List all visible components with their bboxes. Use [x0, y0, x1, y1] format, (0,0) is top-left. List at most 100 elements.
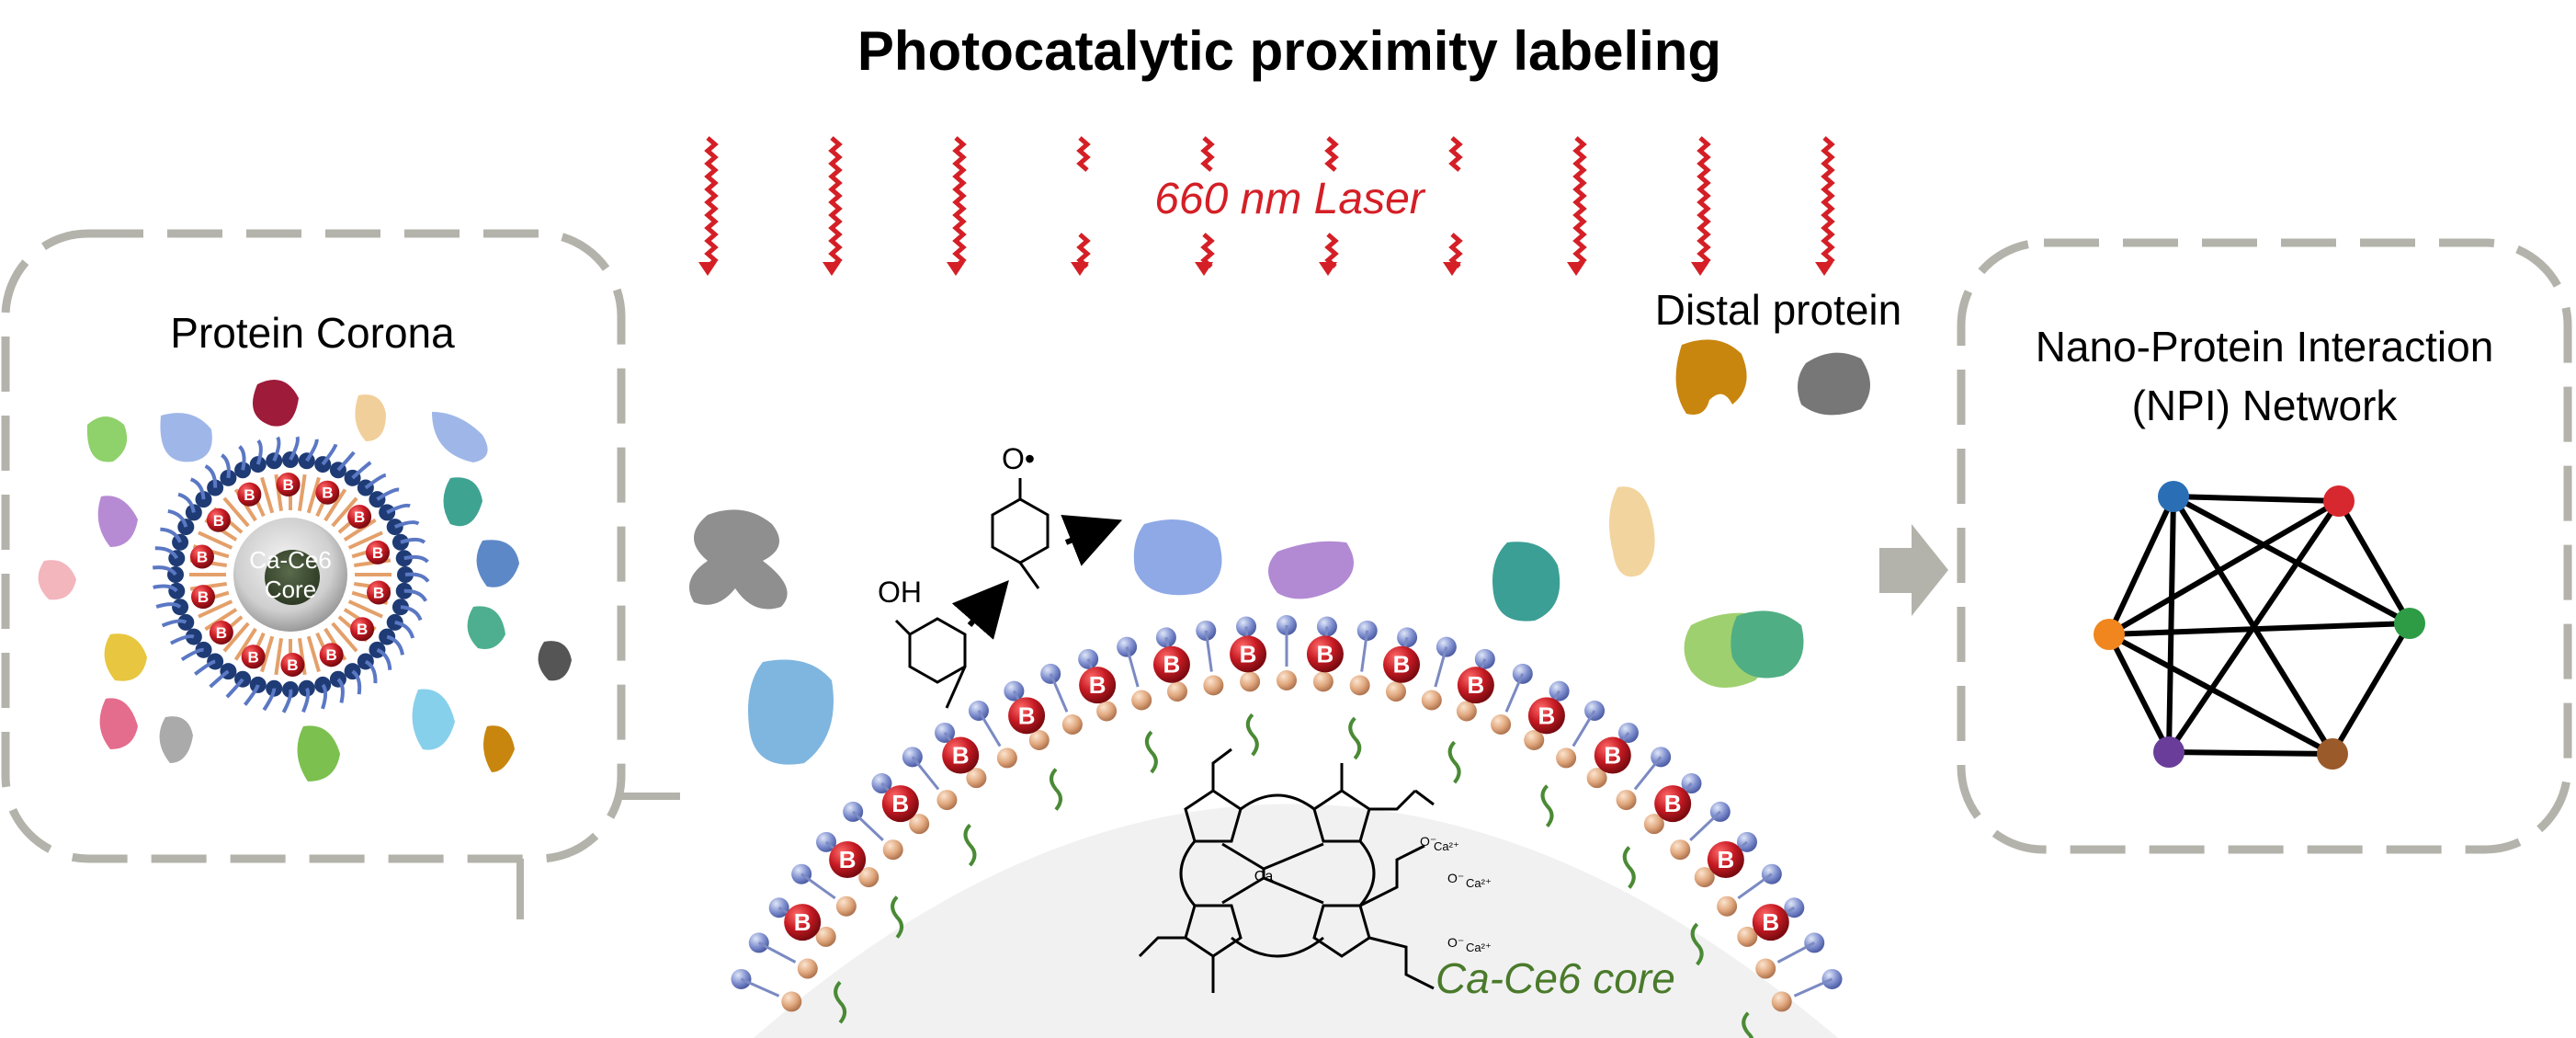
biotin-tag — [237, 482, 262, 507]
ce6-cation-1: Ca²⁺ — [1434, 839, 1459, 853]
teal-protein — [1492, 542, 1560, 622]
lipid-tail — [274, 638, 284, 676]
gray-antibody — [689, 509, 788, 610]
peg-chain — [160, 527, 182, 543]
corona-title: Protein Corona — [170, 309, 455, 357]
phenol-arrow-2 — [1061, 514, 1123, 566]
lipid-tail — [347, 599, 383, 619]
ce6-linker — [834, 980, 847, 1024]
biotin-tag — [315, 480, 340, 505]
peg-chain — [194, 659, 216, 676]
peg-chain — [351, 669, 362, 695]
biotin-tag — [189, 544, 214, 569]
biotin-tag — [1008, 697, 1046, 735]
ce6-core-label: Ca-Ce6 core — [1436, 954, 1675, 1002]
protein-blob — [297, 725, 340, 781]
protein-blob — [160, 413, 212, 462]
peg-chain — [209, 669, 230, 689]
lipid-head-inner — [1524, 730, 1545, 751]
peg-chain — [262, 688, 277, 712]
membrane-bilayer — [731, 615, 1843, 1038]
biotin-tag — [1079, 667, 1117, 704]
peg-chain — [155, 602, 182, 609]
peg-chain — [225, 678, 244, 699]
biotin-tag — [1752, 904, 1789, 941]
laser-beams — [698, 136, 1835, 276]
peg-chain — [336, 678, 345, 703]
ce6-oxide-3: O⁻ — [1447, 935, 1464, 950]
laser-beam — [1691, 136, 1711, 276]
peg-chain — [189, 477, 206, 500]
network-title-line1: Nano-Protein Interaction — [2036, 323, 2494, 371]
lipid-tail — [297, 473, 307, 511]
lipid-tail — [222, 496, 250, 528]
network-edge — [2106, 495, 2176, 636]
lipid-tail — [1572, 710, 1596, 747]
lipid-head-inner — [1312, 671, 1333, 692]
peg-chain — [221, 453, 231, 479]
peg-chain — [305, 439, 319, 462]
lipid-head-inner — [936, 790, 958, 811]
protein-blob — [443, 477, 482, 527]
peg-chain — [376, 487, 400, 501]
protein-blob — [97, 496, 138, 547]
peg-chain — [403, 554, 429, 564]
lipid-tail — [1633, 756, 1662, 791]
ce6-linker — [963, 823, 977, 867]
biotin-tag — [350, 617, 375, 642]
network-node — [2158, 481, 2189, 512]
figure-title: Photocatalytic proximity labeling — [857, 20, 1721, 82]
network-edge — [2168, 749, 2333, 757]
biotin-tag — [1306, 635, 1344, 673]
biotin-tag — [347, 505, 372, 530]
purple-protein — [1268, 541, 1354, 599]
peg-chain — [336, 451, 356, 472]
peg-chain — [289, 436, 300, 461]
biotin-tag — [241, 644, 266, 669]
lipid-tail — [852, 810, 884, 841]
biotin-tag — [319, 643, 344, 667]
lipid-tail — [1434, 646, 1448, 688]
protein-blob — [355, 394, 386, 441]
lipid-tail — [347, 530, 383, 550]
corona-core-label-1: Ca-Ce6 — [249, 546, 332, 574]
protein-blob — [412, 689, 455, 750]
biotin-tag — [942, 736, 980, 774]
network-edge — [2330, 622, 2412, 756]
lipid-head-inner — [1167, 681, 1188, 702]
network-nodes — [2094, 481, 2425, 770]
biotin-tag — [1654, 785, 1692, 823]
lipid-head-inner — [1061, 714, 1083, 736]
peg-chain — [244, 684, 260, 706]
distal-protein-label: Distal protein — [1655, 286, 1901, 334]
lipid-tail — [1689, 810, 1721, 841]
lipid-tail — [1360, 630, 1369, 672]
lipid-tail — [260, 476, 275, 514]
biotin-tag — [1707, 840, 1744, 878]
lipid-head-inner — [1643, 814, 1664, 835]
biotin-tag — [1594, 736, 1631, 774]
peg-chain — [386, 634, 404, 656]
lipid-tail — [1125, 646, 1140, 688]
lipid-tail — [306, 635, 321, 673]
biotin-tag — [1152, 645, 1190, 683]
radical-label: O• — [1002, 442, 1035, 475]
lipid-tail — [1204, 630, 1213, 672]
lipid-head-inner — [835, 895, 857, 917]
peg-chain — [351, 461, 372, 480]
lipid-head-inner — [1277, 670, 1297, 690]
lipid-head-inner — [1586, 768, 1607, 789]
network-node — [2394, 608, 2425, 639]
lipid-head-inner — [1491, 714, 1512, 736]
biotin-tag — [191, 585, 216, 610]
protein-blob — [476, 540, 519, 587]
peg-chain — [404, 572, 430, 583]
peg-chain — [364, 659, 378, 684]
phenol-oh-label: OH — [878, 576, 922, 609]
laser-beam — [947, 136, 967, 276]
corona-core-dark — [265, 550, 320, 605]
peg-chain — [169, 634, 195, 645]
ce6-linker — [1622, 846, 1636, 889]
peg-chain — [393, 520, 420, 529]
lipid-tail — [1504, 673, 1525, 713]
